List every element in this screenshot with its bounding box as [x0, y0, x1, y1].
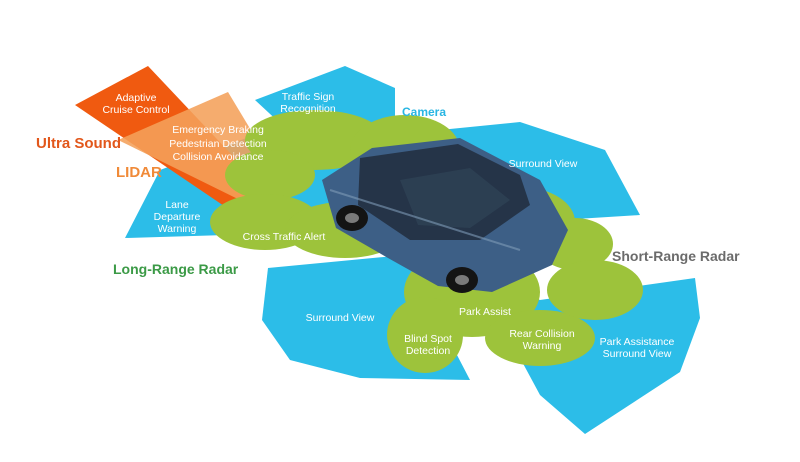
lidar-legend: LIDAR — [116, 164, 162, 181]
ultra-sound-legend: Ultra Sound — [36, 135, 121, 152]
traffic-sign-recognition-label: Traffic Sign Recognition — [280, 91, 336, 115]
short-range-radar-legend: Short-Range Radar — [612, 248, 740, 264]
collision-avoidance-label: Collision Avoidance — [172, 151, 264, 163]
camera-legend: Camera — [402, 105, 447, 119]
rear-collision-warning-label: Rear Collision Warning — [509, 328, 575, 352]
cross-traffic-alert-label: Cross Traffic Alert — [242, 231, 326, 243]
emergency-braking-label: Emergency Braking — [172, 124, 264, 136]
surround-view-front-label: Surround View — [508, 158, 578, 170]
lane-departure-warning-label: Lane Departure Warning — [153, 199, 201, 235]
long-range-radar-legend: Long-Range Radar — [113, 261, 239, 277]
car-illustration — [322, 138, 568, 293]
blind-spot-detection-label: Blind Spot Detection — [404, 333, 452, 357]
park-assist-label: Park Assist — [459, 306, 511, 318]
surround-view-rear-label: Surround View — [305, 312, 375, 324]
park-assistance-surround-view-label: Park Assistance Surround View — [599, 336, 675, 360]
pedestrian-detection-label: Pedestrian Detection — [169, 138, 267, 150]
adaptive-cruise-control-label: Adaptive Cruise Control — [102, 92, 170, 116]
